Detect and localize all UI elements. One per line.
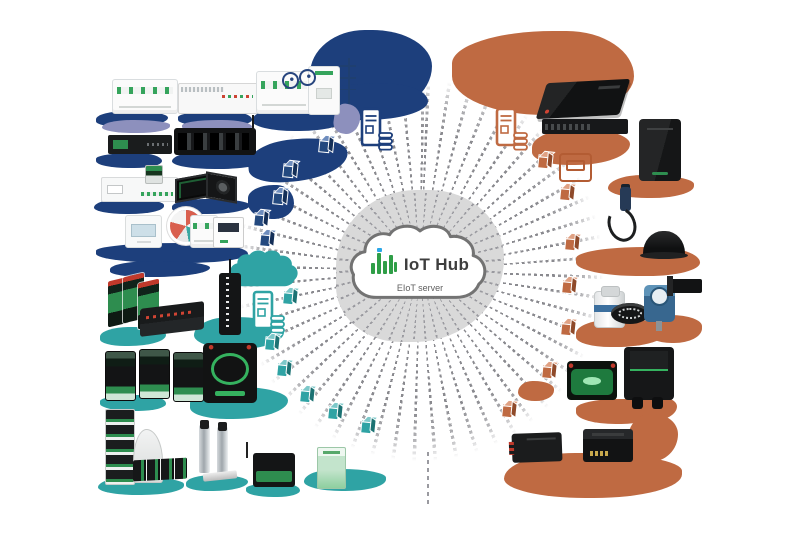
din-rail-meter-image xyxy=(178,83,258,114)
cube-icon xyxy=(542,361,558,379)
gateway-box-image xyxy=(246,442,295,487)
banner-orange xyxy=(518,381,554,401)
pressure-transmitter-image xyxy=(644,285,675,331)
cube-icon xyxy=(538,151,554,169)
cloud-outline-icon xyxy=(349,224,487,299)
device-outline-icon xyxy=(559,153,592,182)
din-modules-image xyxy=(108,272,210,337)
din-strip-image xyxy=(105,409,135,485)
antenna-mast-icon xyxy=(338,58,358,104)
server-tower-icon xyxy=(251,290,287,334)
gps-dome-antenna-image xyxy=(640,231,688,259)
meter-box-image xyxy=(213,217,244,248)
cube-icon xyxy=(283,287,299,305)
green-panel-image xyxy=(317,447,346,489)
eiot-bar-chart-logo-icon xyxy=(370,247,398,280)
pipe-fitting-image xyxy=(667,276,702,296)
server-tower-icon xyxy=(359,107,395,151)
cloud-title: IoT Hub xyxy=(403,254,470,274)
server-tower-icon xyxy=(494,107,530,151)
cube-icon xyxy=(277,359,293,377)
cube-icon xyxy=(283,160,299,178)
mini-module-image xyxy=(145,165,163,184)
cube-icon xyxy=(560,183,576,201)
cube-icon xyxy=(300,385,316,403)
thermostat-image xyxy=(125,215,162,248)
cube-icon xyxy=(254,209,270,227)
teal-cloud-icon xyxy=(224,249,306,293)
cabled-sensor-image xyxy=(607,187,643,243)
cube-icon xyxy=(319,135,335,153)
circuit-breakers-image xyxy=(112,79,178,114)
iot-hub-cloud: IoT Hub EIoT server xyxy=(344,223,496,311)
black-bar-device-image xyxy=(542,119,628,134)
green-control-unit-image xyxy=(567,361,617,400)
banner-blue xyxy=(110,261,210,277)
cube-icon xyxy=(273,187,289,205)
gauge-icons xyxy=(282,69,316,89)
pump-controller-image xyxy=(624,347,674,409)
cube-icon xyxy=(361,416,377,434)
io-modules-image xyxy=(105,349,207,403)
black-terminal-image xyxy=(583,429,633,462)
dtu-modem-image xyxy=(535,78,631,120)
rack-device-image xyxy=(108,135,172,154)
vertical-pdu-image xyxy=(219,259,241,335)
large-breaker-image xyxy=(308,66,340,115)
banner-blue xyxy=(94,199,164,214)
cube-icon xyxy=(502,400,518,418)
module-row-image xyxy=(133,457,187,482)
black-converter-image xyxy=(511,432,563,463)
smart-power-strip-image xyxy=(174,115,256,155)
logo-blue-tick xyxy=(376,247,382,252)
banner-orange xyxy=(628,414,678,462)
round-flat-device-image xyxy=(611,303,649,324)
cube-icon xyxy=(328,402,344,420)
cube-icon xyxy=(565,233,581,251)
banner-teal xyxy=(186,475,248,491)
banner-blue xyxy=(96,153,162,168)
banner-blue xyxy=(172,151,266,169)
long-ray-down xyxy=(427,452,429,504)
cube-icon xyxy=(562,276,578,294)
open-control-box-image xyxy=(175,173,237,200)
banner-blue xyxy=(96,243,248,263)
green-controller-image xyxy=(203,343,257,403)
cloud-subtitle: EIoT server xyxy=(396,282,444,293)
cube-icon xyxy=(260,229,276,247)
banner-slate xyxy=(102,120,170,133)
cube-icon xyxy=(561,318,577,336)
sensor-probes-image xyxy=(197,420,238,482)
cube-icon xyxy=(265,333,281,351)
white-rack-device-image xyxy=(101,177,178,202)
tall-cabinet-image xyxy=(639,119,681,181)
